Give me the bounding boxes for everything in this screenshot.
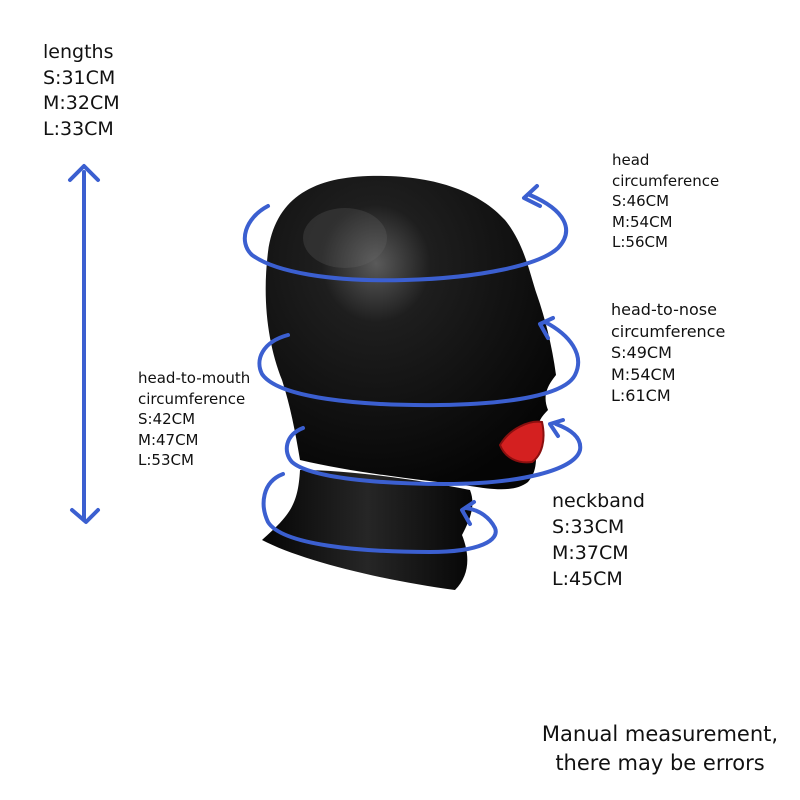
disclaimer-line-2: there may be errors	[555, 751, 765, 775]
head-to-nose-title-1: head-to-nose	[611, 300, 717, 319]
hood-head	[265, 175, 556, 490]
lengths-label: lengths S:31CM M:32CM L:33CM	[43, 40, 120, 142]
head-to-nose-title-2: circumference	[611, 321, 726, 341]
head-to-mouth-size-m: M:47CM	[138, 430, 199, 449]
lengths-title: lengths	[43, 41, 114, 63]
hood-neck-flange	[262, 470, 473, 590]
head-circumference-size-s: S:46CM	[612, 192, 670, 210]
head-circumference-size-m: M:54CM	[612, 212, 673, 231]
head-to-mouth-title-2: circumference	[138, 389, 246, 408]
neckband-arrow	[261, 472, 498, 554]
lengths-size-s: S:31CM	[43, 66, 116, 89]
neckband-title: neckband	[552, 490, 645, 512]
head-to-mouth-label: head-to-mouth circumference S:42CM M:47C…	[138, 368, 250, 471]
disclaimer-line-1: Manual measurement,	[541, 722, 779, 746]
neckband-size-l: L:45CM	[552, 568, 623, 590]
measurement-disclaimer: Manual measurement, there may be errors	[520, 720, 800, 778]
lengths-size-l: L:33CM	[43, 117, 114, 140]
neckband-label: neckband S:33CM M:37CM L:45CM	[552, 488, 645, 592]
head-to-nose-size-l: L:61CM	[611, 386, 671, 405]
head-to-mouth-arrow	[284, 418, 583, 486]
head-circumference-label: head circumference S:46CM M:54CM L:56CM	[612, 150, 719, 253]
head-to-nose-label: head-to-nose circumference S:49CM M:54CM…	[611, 299, 725, 407]
head-to-nose-size-m: M:54CM	[611, 364, 676, 384]
neckband-size-s: S:33CM	[552, 516, 625, 538]
head-to-nose-arrow	[257, 316, 581, 408]
mouth-opening	[498, 420, 545, 464]
lengths-size-m: M:32CM	[43, 92, 120, 114]
latex-hood	[262, 175, 556, 590]
head-circumference-title-1: head	[612, 151, 650, 169]
head-circumference-arrow	[242, 184, 569, 283]
head-circumference-size-l: L:56CM	[612, 233, 668, 251]
length-arrow	[68, 164, 100, 524]
head-to-nose-size-s: S:49CM	[611, 343, 672, 362]
neckband-size-m: M:37CM	[552, 542, 629, 564]
head-to-mouth-size-s: S:42CM	[138, 410, 196, 428]
head-to-mouth-size-l: L:53CM	[138, 451, 194, 469]
head-circumference-title-2: circumference	[612, 171, 720, 190]
head-to-mouth-title-1: head-to-mouth	[138, 369, 251, 387]
